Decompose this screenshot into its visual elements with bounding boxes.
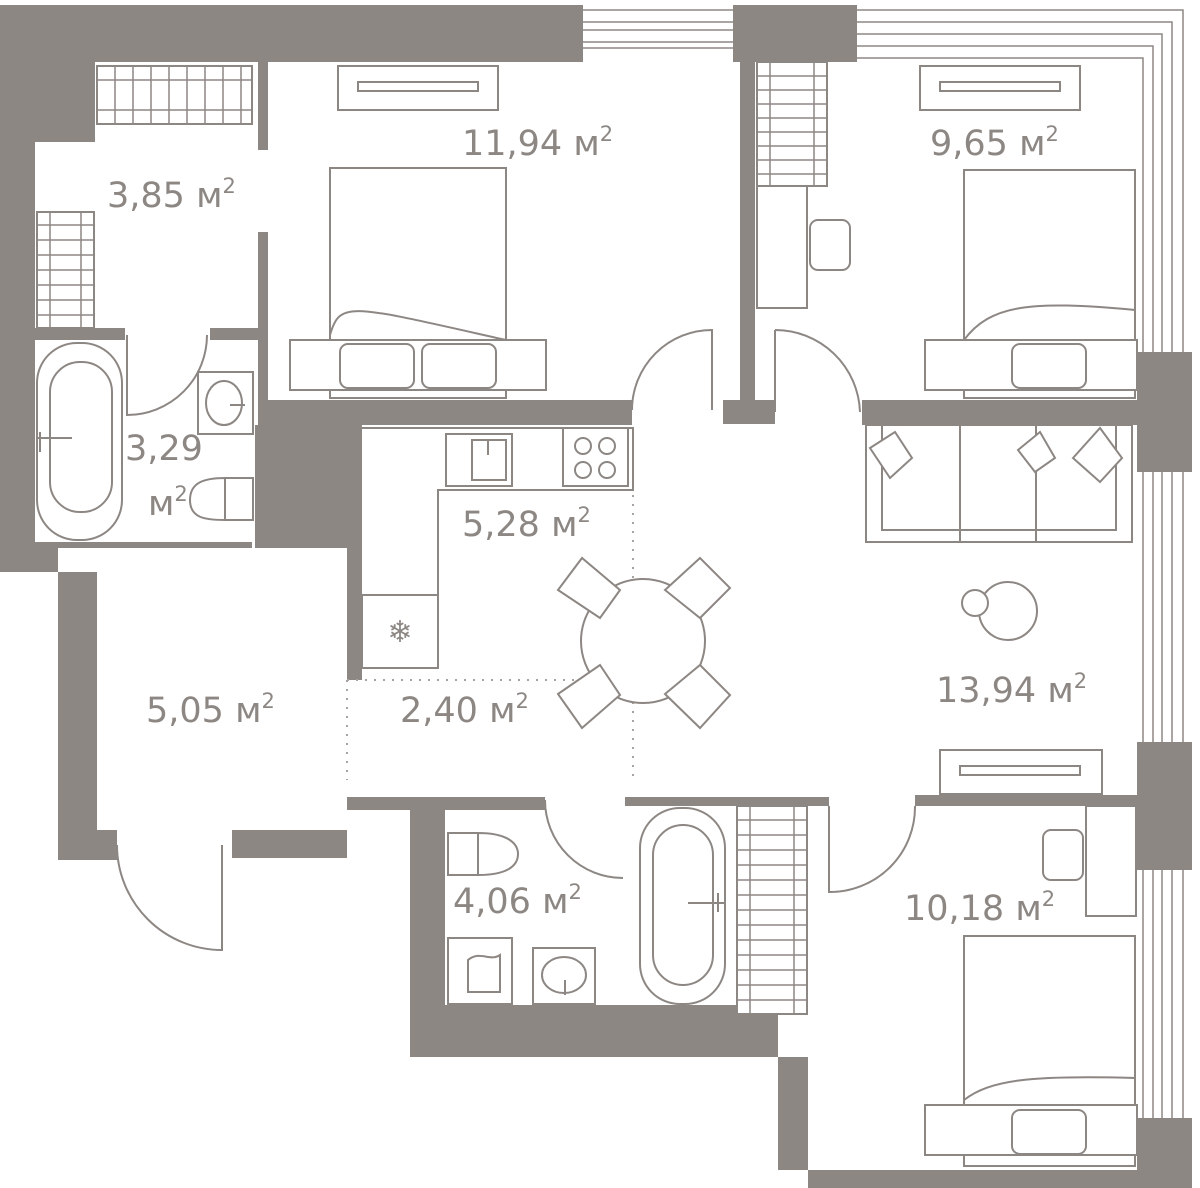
bottom-wall <box>808 1170 1192 1188</box>
bath1-top-wall-right <box>210 328 258 340</box>
desk-bedroom-3 <box>1042 805 1137 917</box>
shelf-closet-left <box>36 211 95 329</box>
bathtub-1 <box>36 342 123 541</box>
right-pillar-lower <box>1137 742 1192 870</box>
toilet-1 <box>188 476 254 522</box>
door-entrance <box>116 844 223 952</box>
shelf-closet-top <box>96 65 253 125</box>
outer-wall-left-upper <box>0 5 632 548</box>
right-pillar-upper <box>1137 352 1192 472</box>
dining-table <box>556 556 732 730</box>
door-bathroom-2 <box>544 799 624 879</box>
tv-living <box>939 749 1103 795</box>
shelf-bedroom-2 <box>756 61 828 187</box>
washer <box>447 937 513 1005</box>
inner-wall-kitchen-left <box>255 425 362 548</box>
bed-bedroom-2 <box>924 169 1138 399</box>
room-area-kitchen: 5,28 м2 <box>462 503 591 545</box>
room-area-hall: 5,05 м2 <box>146 689 275 731</box>
bath1-top-wall <box>35 328 125 340</box>
tv-bedroom-2 <box>919 65 1081 111</box>
desk-bedroom-2 <box>756 185 851 309</box>
hall-right-column <box>347 548 362 680</box>
furniture <box>36 61 1138 1167</box>
sink-2 <box>532 947 596 1005</box>
hall-bottom-wall <box>232 797 808 1170</box>
sink-1 <box>197 371 254 435</box>
door-bedroom-2 <box>774 329 861 413</box>
side-table <box>961 581 1038 641</box>
room-area-living-room: 13,94 м2 <box>936 669 1087 711</box>
hall-left-column <box>58 572 97 860</box>
bathtub-2 <box>639 807 726 1005</box>
bed-bedroom-3 <box>924 935 1138 1167</box>
door-bathroom-1 <box>126 334 208 417</box>
windows <box>583 9 1184 1118</box>
room-area-corridor: 2,40 м2 <box>400 689 529 731</box>
top-center-pillar <box>723 5 857 424</box>
bed-bedroom-1 <box>289 167 547 399</box>
fridge <box>361 594 439 669</box>
bed-wall-divider <box>862 400 1137 425</box>
room-area-closet: 3,85 м2 <box>107 174 236 216</box>
sofa <box>865 424 1133 543</box>
room-area-bedroom-1: 11,94 м2 <box>462 122 613 164</box>
door-bedroom-3 <box>828 805 917 894</box>
room-area-bedroom-3: 10,18 м2 <box>904 887 1055 929</box>
room-area-bedroom-2: 9,65 м2 <box>930 122 1059 164</box>
doors <box>116 328 917 952</box>
snowflake-icon: ❄ <box>387 615 412 650</box>
bath2-partition <box>625 797 829 806</box>
door-bedroom-1 <box>631 328 713 411</box>
room-area-bathroom-2: 4,06 м2 <box>453 880 582 922</box>
walls <box>0 5 1192 1188</box>
toilet-2 <box>447 831 520 877</box>
shelf-bedroom-3 <box>736 805 808 1015</box>
tv-bedroom-1 <box>337 65 499 111</box>
living-bottom-wall <box>915 795 1137 806</box>
